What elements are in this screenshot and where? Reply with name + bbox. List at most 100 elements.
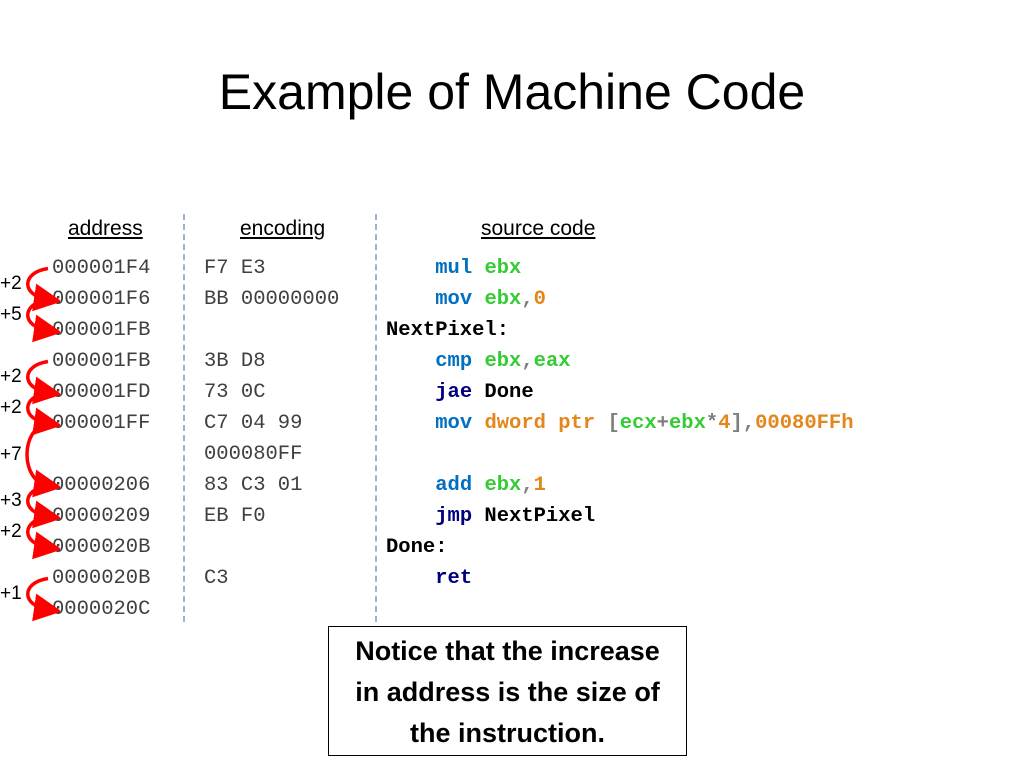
source-token: ebx	[484, 350, 522, 373]
encoding-cell: 3B D8	[204, 350, 266, 373]
address-cell	[52, 439, 150, 470]
source-line	[386, 439, 854, 470]
source-line: jmp NextPixel	[386, 501, 854, 532]
column-divider-right	[375, 214, 377, 622]
source-token: cmp	[435, 350, 473, 373]
source-line: mov dword ptr [ecx+ebx*4],00080FFh	[386, 408, 854, 439]
source-token: +	[656, 412, 669, 435]
encoding-cell: C7 04 99	[204, 412, 303, 435]
encoding-column: F7 E3 BB 00000000 3B D8 73 0C C7 04 99 00008…	[204, 253, 339, 625]
address-delta-arrows	[25, 266, 60, 622]
source-line: Done:	[386, 532, 854, 563]
delta-arrow	[26, 359, 60, 405]
address-cell: 000001FB	[52, 319, 151, 342]
encoding-cell: BB 00000000	[204, 288, 340, 311]
source-token: Done:	[386, 536, 448, 559]
encoding-cell	[204, 532, 339, 563]
delta-label: +5	[0, 304, 22, 325]
source-token: eax	[533, 350, 571, 373]
source-line: NextPixel:	[386, 315, 854, 346]
source-token: ecx	[619, 412, 657, 435]
address-cell: 00000206	[52, 474, 151, 497]
source-token: ebx	[484, 288, 522, 311]
source-token: ret	[435, 567, 473, 590]
delta-arrow	[26, 514, 60, 560]
slide-title: Example of Machine Code	[218, 64, 806, 120]
note-line-1: Notice that the increase	[355, 636, 660, 666]
source-token: ebx	[484, 474, 522, 497]
delta-label: +2	[0, 273, 22, 294]
delta-label: +2	[0, 366, 22, 387]
source-token: ],	[730, 412, 756, 435]
delta-label: +7	[0, 443, 22, 465]
delta-label: +2	[0, 521, 22, 542]
delta-arrow	[26, 266, 60, 312]
address-cell: 000001FD	[52, 381, 151, 404]
column-divider-left	[183, 214, 185, 622]
encoding-cell: 000080FF	[204, 443, 303, 466]
delta-arrow	[25, 421, 60, 498]
source-token: ,	[521, 350, 534, 373]
source-token: jae	[435, 381, 473, 404]
address-cell: 000001FB	[52, 350, 151, 373]
encoding-cell: F7 E3	[204, 257, 266, 280]
source-code-header: source code	[481, 217, 596, 240]
encoding-cell: 73 0C	[204, 381, 266, 404]
note-line-3: the instruction.	[410, 718, 605, 748]
source-token	[472, 474, 484, 497]
delta-arrow	[26, 576, 60, 622]
source-token: ebx	[484, 257, 522, 280]
delta-arrow	[26, 390, 60, 436]
source-token: dword ptr	[484, 412, 596, 435]
address-column: 000001F4 000001F6 000001FB 000001FB 000001FD…	[52, 253, 150, 625]
source-token: ,	[521, 474, 534, 497]
source-line: mul ebx	[386, 253, 854, 284]
source-token	[472, 412, 484, 435]
encoding-cell: 83 C3 01	[204, 474, 303, 497]
delta-label: +3	[0, 490, 22, 511]
source-token: mov	[435, 412, 473, 435]
encoding-cell	[204, 594, 339, 625]
source-token	[472, 288, 484, 311]
address-cell: 0000020B	[52, 567, 151, 590]
source-token: ebx	[668, 412, 706, 435]
delta-arrow	[26, 483, 60, 529]
encoding-cell	[204, 315, 339, 346]
address-cell: 00000209	[52, 505, 151, 528]
source-token: add	[435, 474, 473, 497]
source-token: NextPixel	[472, 505, 596, 528]
address-cell: 0000020B	[52, 536, 151, 559]
delta-arrow	[26, 297, 60, 343]
address-header: address	[68, 217, 143, 240]
source-line: add ebx,1	[386, 470, 854, 501]
source-line: mov ebx,0	[386, 284, 854, 315]
encoding-header: encoding	[240, 217, 326, 240]
source-line: ret	[386, 563, 854, 594]
address-cell: 000001F6	[52, 288, 151, 311]
source-token: mov	[435, 288, 473, 311]
note-box: Notice that the increase in address is t…	[328, 626, 687, 756]
encoding-cell: EB F0	[204, 505, 266, 528]
source-line: cmp ebx,eax	[386, 346, 854, 377]
source-token: [	[595, 412, 620, 435]
note-line-2: in address is the size of	[355, 677, 660, 707]
delta-label: +1	[0, 583, 22, 604]
delta-label: +2	[0, 397, 22, 418]
source-token: 1	[533, 474, 546, 497]
source-token: mul	[435, 257, 473, 280]
source-token: 0	[533, 288, 546, 311]
source-token: 4	[718, 412, 731, 435]
source-line	[386, 594, 854, 625]
address-cell: 000001FF	[52, 412, 151, 435]
source-token: ,	[521, 288, 534, 311]
source-token: Done	[472, 381, 534, 404]
encoding-cell: C3	[204, 567, 229, 590]
source-token: 00080FFh	[755, 412, 854, 435]
source-token	[472, 350, 484, 373]
address-cell: 0000020C	[52, 598, 151, 621]
source-token	[472, 257, 484, 280]
address-cell: 000001F4	[52, 257, 151, 280]
source-line: jae Done	[386, 377, 854, 408]
source-token: NextPixel:	[386, 319, 510, 342]
